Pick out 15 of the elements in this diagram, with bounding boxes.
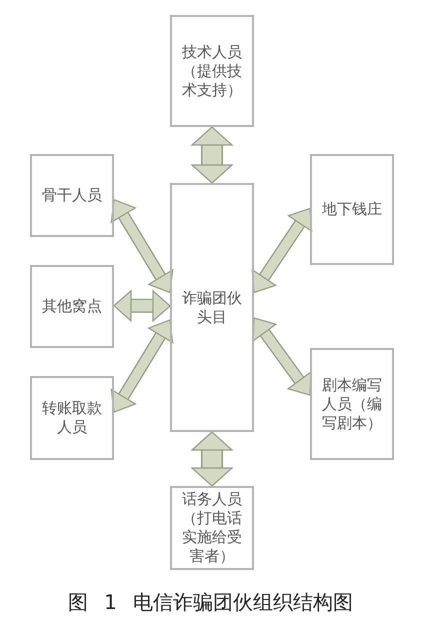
- double-arrow: [108, 316, 176, 416]
- role-box: 骨干人员: [30, 154, 114, 237]
- figure-caption: 图 1 电信诈骗团伙组织结构图: [66, 589, 354, 615]
- role-box: 诈骗团伙头目: [170, 183, 254, 432]
- role-box: 话务人员（打电话实施给受害者）: [170, 486, 254, 570]
- role-box: 技术人员（提供技术支持）: [170, 15, 254, 127]
- double-arrow: [113, 290, 171, 322]
- double-arrow: [108, 196, 176, 296]
- role-box: 转账取款人员: [30, 376, 114, 460]
- double-arrow: [249, 205, 315, 296]
- role-box: 其他窝点: [30, 265, 114, 348]
- role-box: 剧本编写人员（编写剧本）: [310, 348, 394, 460]
- double-arrow: [191, 126, 233, 184]
- role-box: 地下钱庄: [310, 154, 394, 265]
- double-arrow: [191, 431, 233, 487]
